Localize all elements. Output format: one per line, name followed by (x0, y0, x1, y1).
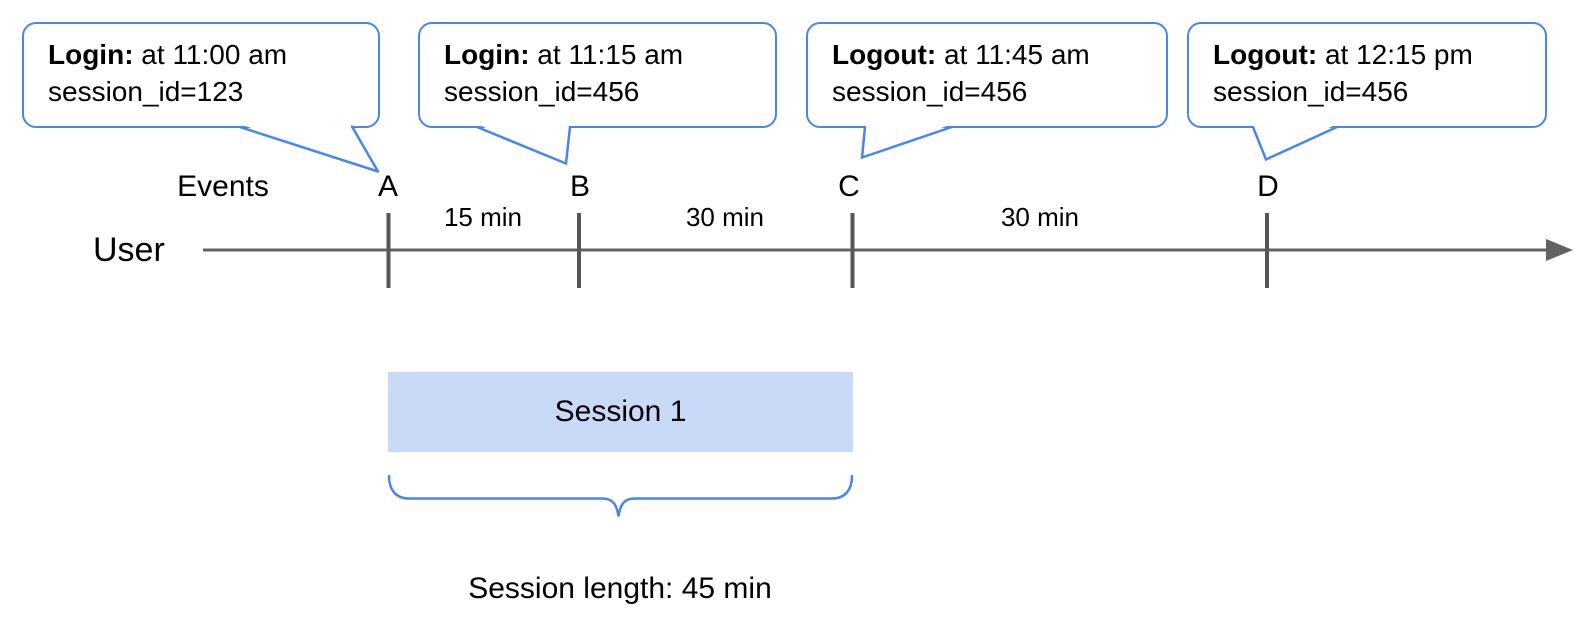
event-time-label: at 12:15 pm (1317, 39, 1473, 70)
callout-line1: Login: at 11:00 am (48, 36, 370, 73)
interval-label-bc: 30 min (685, 202, 765, 232)
session-1-label: Session 1 (554, 395, 687, 428)
callout-logout-d: Logout: at 12:15 pm session_id=456 (1187, 22, 1547, 128)
session-id-label: session_id=456 (1213, 76, 1409, 107)
callout-tail-a (238, 124, 380, 173)
event-type-label: Logout: (1213, 39, 1318, 70)
session-id-label: session_id=456 (832, 76, 1028, 107)
callout-line1: Login: at 11:15 am (444, 36, 767, 73)
callout-tail-d (1251, 124, 1339, 162)
callout-logout-c: Logout: at 11:45 am session_id=456 (806, 22, 1168, 128)
event-marker-label-d: D (1257, 170, 1279, 203)
event-marker-label-a: A (377, 170, 399, 203)
session-length-label: Session length: 45 min (468, 572, 772, 605)
event-type-label: Logout: (832, 39, 937, 70)
user-lane-label: User (93, 231, 165, 269)
event-marker-label-b: B (569, 170, 591, 203)
event-time-label: at 11:00 am (133, 39, 288, 70)
event-time-label: at 11:15 am (529, 39, 684, 70)
timeline-arrowhead-icon (1546, 239, 1573, 261)
callout-tail-c (860, 124, 954, 160)
interval-label-ab: 15 min (443, 202, 523, 232)
event-type-label: Login: (444, 39, 530, 70)
event-time-label: at 11:45 am (936, 39, 1090, 70)
callout-login-b: Login: at 11:15 am session_id=456 (418, 22, 777, 128)
event-type-label: Login: (48, 39, 134, 70)
callout-tail-b (475, 124, 572, 166)
session-1-bar: Session 1 (388, 372, 853, 452)
session-id-label: session_id=123 (48, 76, 244, 107)
callout-line1: Logout: at 12:15 pm (1213, 36, 1537, 73)
event-marker-label-c: C (838, 170, 860, 203)
events-axis-label: Events (177, 170, 269, 203)
session-id-label: session_id=456 (444, 76, 640, 107)
session-length-brace (387, 474, 854, 517)
interval-label-cd: 30 min (1000, 202, 1080, 232)
callout-login-a: Login: at 11:00 am session_id=123 (22, 22, 380, 128)
callout-line1: Logout: at 11:45 am (832, 36, 1158, 73)
